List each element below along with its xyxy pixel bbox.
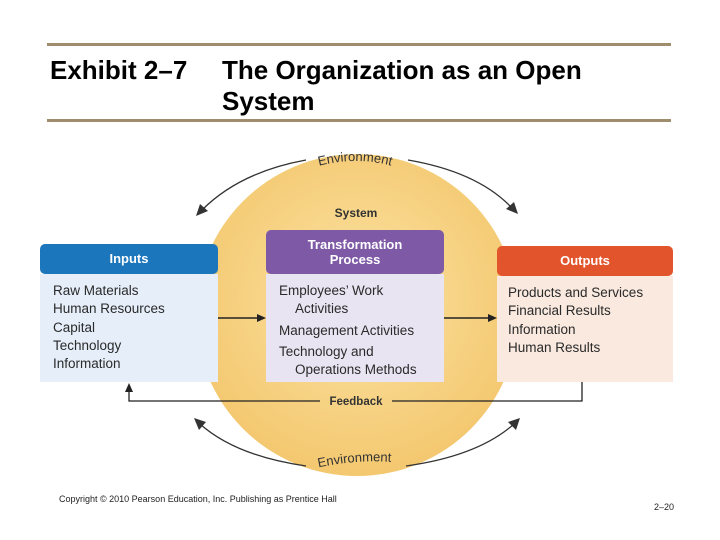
list-item: Information bbox=[53, 356, 121, 372]
environment-arc-bottom-right bbox=[405, 423, 515, 467]
arrowhead-icon bbox=[194, 418, 206, 430]
list-item: Employees’ Work bbox=[279, 283, 384, 298]
transformation-title-line2: Process bbox=[329, 252, 381, 267]
exhibit-title: The Organization as an Open System bbox=[222, 55, 582, 116]
arrowhead-icon bbox=[488, 314, 497, 322]
transformation-header: Transformation Process bbox=[266, 230, 444, 274]
outputs-list: Products and Services Financial Results … bbox=[497, 276, 673, 382]
outputs-header: Outputs bbox=[497, 246, 673, 276]
environment-arc-bottom-left bbox=[199, 423, 307, 467]
copyright-notice: Copyright © 2010 Pearson Education, Inc.… bbox=[59, 494, 337, 504]
arrowhead-icon bbox=[257, 314, 266, 322]
list-item-continuation: Operations Methods bbox=[295, 362, 417, 378]
feedback-label: Feedback bbox=[329, 396, 383, 408]
inputs-list: Raw Materials Human Resources Capital Te… bbox=[40, 274, 218, 382]
list-item: Information bbox=[508, 321, 576, 337]
list-item: Products and Services bbox=[508, 285, 644, 300]
list-item-continuation: Activities bbox=[295, 301, 349, 317]
list-item: Financial Results bbox=[508, 303, 611, 319]
list-item: Raw Materials bbox=[53, 283, 139, 298]
inputs-header: Inputs bbox=[40, 244, 218, 274]
list-item: Human Results bbox=[508, 339, 601, 355]
feedback-loop-right bbox=[392, 382, 583, 402]
environment-arc-top-left bbox=[201, 159, 307, 211]
transformation-box: Transformation Process Employees’ Work A… bbox=[266, 230, 444, 382]
environment-arc-top-right bbox=[407, 159, 513, 209]
feedback-loop-left bbox=[128, 389, 320, 402]
list-item: Management Activities bbox=[279, 322, 415, 338]
outputs-box: Outputs Products and Services Financial … bbox=[497, 246, 673, 382]
inputs-box: Inputs Raw Materials Human Resources Cap… bbox=[40, 244, 218, 382]
title-bottom-rule bbox=[47, 119, 671, 122]
title-top-rule bbox=[47, 43, 671, 46]
list-item: Capital bbox=[53, 319, 96, 335]
transformation-title-line1: Transformation bbox=[307, 237, 403, 252]
transformation-list: Employees’ Work Activities Management Ac… bbox=[266, 274, 444, 382]
arrowhead-icon bbox=[506, 202, 518, 214]
exhibit-number: Exhibit 2–7 bbox=[50, 55, 188, 85]
page-number: 2–20 bbox=[654, 502, 675, 512]
list-item: Technology bbox=[53, 337, 122, 353]
system-label: System bbox=[335, 206, 378, 220]
arrowhead-icon bbox=[508, 418, 520, 430]
list-item: Human Resources bbox=[53, 301, 165, 317]
list-item: Technology and bbox=[279, 343, 374, 359]
arrowhead-icon bbox=[196, 204, 208, 216]
arrowhead-icon bbox=[125, 383, 133, 392]
